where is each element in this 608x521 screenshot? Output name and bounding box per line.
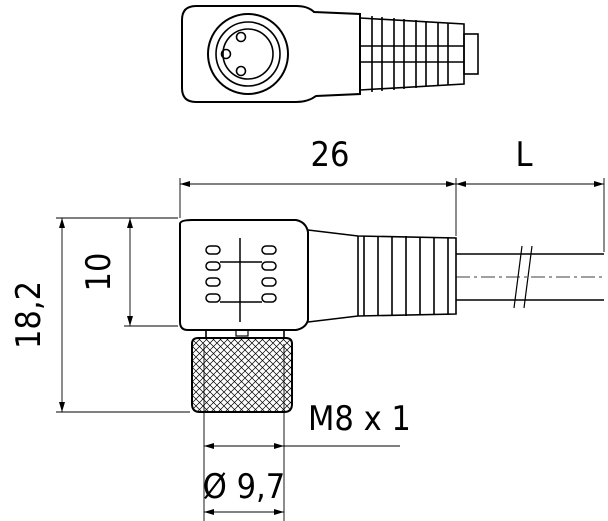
nut-notch — [235, 329, 249, 337]
dimension-lines — [56, 178, 605, 521]
side-view-head-slots — [205, 238, 277, 322]
pin-1 — [235, 31, 247, 43]
socket-face-outer — [207, 13, 289, 95]
dim-label-thread: M8 x 1 — [308, 399, 411, 439]
side-view-strain-relief — [307, 229, 457, 323]
dim-label-26: 26 — [311, 135, 350, 175]
dimension-arrows — [59, 181, 604, 515]
dim-label-18-2: 18,2 — [9, 281, 49, 349]
pin-2 — [220, 48, 232, 60]
side-view-head — [179, 219, 309, 331]
dim-label-diameter: Ø 9,7 — [203, 467, 285, 507]
top-view-cable-stub — [463, 33, 479, 75]
dim-label-10: 10 — [79, 253, 119, 292]
top-view-strain-relief — [359, 16, 465, 92]
socket-face-core — [222, 28, 274, 80]
pin-3 — [235, 65, 247, 77]
nut-knurl — [191, 337, 293, 413]
side-view-cable — [456, 245, 604, 309]
connector-side-view — [179, 219, 604, 413]
socket-face-inner — [215, 21, 281, 87]
connector-top-view — [181, 5, 479, 103]
top-view-head — [181, 5, 361, 103]
side-view-coupling-nut — [191, 329, 293, 413]
dim-label-L: L — [515, 135, 532, 175]
nut-neck — [205, 329, 285, 339]
socket-pins — [220, 31, 247, 77]
